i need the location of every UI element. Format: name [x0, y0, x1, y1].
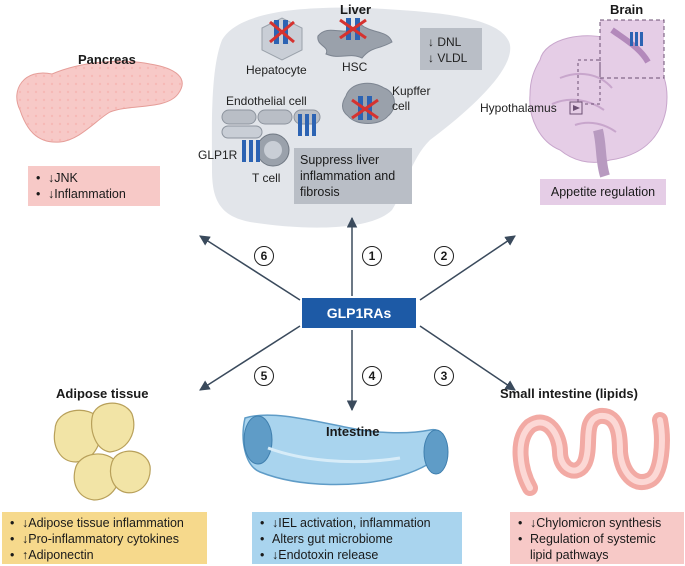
brain-effect-box — [540, 179, 666, 205]
adipose-effect-item: ↓Pro-inflammatory cytokines — [10, 531, 199, 547]
intestine-title: Intestine — [326, 424, 380, 439]
small-intestine-title: Small intestine (lipids) — [500, 386, 638, 401]
liver-effect-box — [294, 148, 412, 204]
brain-illustration — [529, 19, 668, 178]
liver-metabolism-list: ↓ DNL ↓ VLDL — [428, 34, 467, 66]
pathway-number-2: 2 — [434, 246, 454, 266]
vldl-text: ↓ VLDL — [428, 51, 468, 65]
hepatocyte-label: Hepatocyte — [246, 63, 307, 77]
adipose-effect-item: ↓Adipose tissue inflammation — [10, 515, 199, 531]
brain-title: Brain — [610, 2, 644, 17]
adipose-title: Adipose tissue — [56, 386, 149, 401]
hsc-label: HSC — [342, 60, 368, 74]
small-intestine-illustration — [512, 408, 670, 496]
pathway-number-4: 4 — [362, 366, 382, 386]
liver-effect-text: Suppress liver inflammation and fibrosis — [300, 153, 396, 199]
endothelial-label: Endothelial cell — [226, 94, 307, 108]
pathway-number-6: 6 — [254, 246, 274, 266]
pancreas-effect-item: ↓JNK — [36, 170, 152, 186]
intestine-effect-item: ↓IEL activation, inflammation — [260, 515, 454, 531]
intestine-effect-item: ↓Endotoxin release — [260, 547, 454, 563]
t-cell-label: T cell — [252, 171, 281, 185]
t-cell-icon — [242, 133, 290, 167]
intestine-effects: ↓IEL activation, inflammation Alters gut… — [252, 512, 462, 564]
pancreas-title: Pancreas — [78, 52, 136, 67]
brain-effect-text: Appetite regulation — [550, 185, 656, 199]
glp1r-label: GLP1R — [198, 148, 238, 162]
small-intestine-effects: ↓Chylomicron synthesis Regulation of sys… — [510, 512, 684, 564]
glp1ras-node: GLP1RAs — [302, 298, 416, 328]
adipose-effect-item: ↑Adiponectin — [10, 547, 199, 563]
pathway-number-1: 1 — [362, 246, 382, 266]
hepatocyte-icon — [261, 17, 303, 61]
pancreas-illustration — [16, 60, 183, 143]
small-intestine-effect-item: ↓Chylomicron synthesis — [518, 515, 676, 531]
intestine-effect-item: Alters gut microbiome — [260, 531, 454, 547]
hsc-icon — [317, 18, 393, 59]
intestine-illustration — [242, 414, 449, 486]
pancreas-effects: ↓JNK ↓Inflammation — [28, 166, 160, 206]
endothelial-cells-icon — [221, 109, 321, 139]
small-intestine-effect-item: Regulation of systemic lipid pathways — [518, 531, 676, 563]
kupffer-label: Kupffer cell — [392, 84, 431, 113]
kupffer-cell-icon — [342, 82, 395, 124]
hypothalamus-label: Hypothalamus — [480, 101, 557, 115]
pathway-number-5: 5 — [254, 366, 274, 386]
adipose-illustration — [53, 402, 151, 501]
liver-title: Liver — [340, 2, 372, 17]
pathway-arrows — [199, 216, 516, 412]
liver-metabolism-box — [420, 28, 482, 70]
pathway-number-3: 3 — [434, 366, 454, 386]
adipose-effects: ↓Adipose tissue inflammation ↓Pro-inflam… — [2, 512, 207, 564]
dnl-text: ↓ DNL — [428, 35, 462, 49]
pancreas-effect-item: ↓Inflammation — [36, 186, 152, 202]
